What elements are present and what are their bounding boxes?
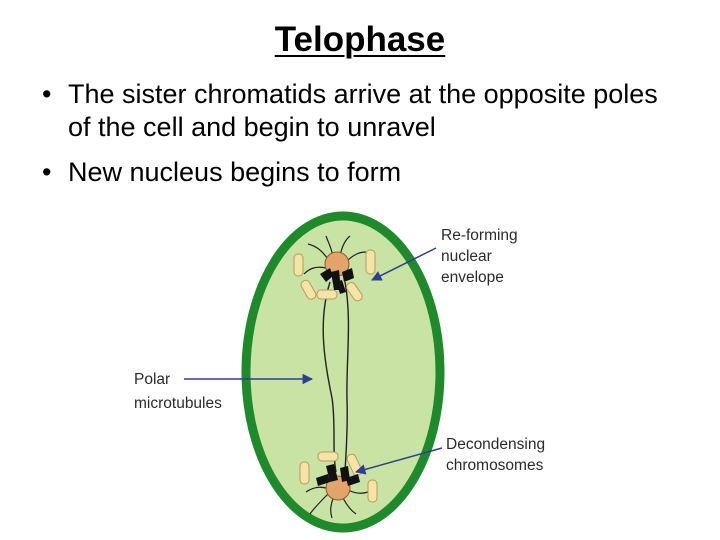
polar-microtubules	[322, 281, 350, 473]
arrow-reforming-envelope	[371, 247, 437, 281]
label-line: Re-forming	[441, 227, 518, 244]
bullet-item: The sister chromatids arrive at the oppo…	[42, 78, 682, 144]
label-line: envelope	[441, 269, 504, 286]
label-line: nuclear	[441, 248, 492, 265]
bullet-item: New nucleus begins to form	[42, 156, 682, 189]
label-decondensing-chromosomes: Decondensing chromosomes	[446, 436, 549, 474]
chromosomes-top	[320, 268, 354, 294]
nucleus-bottom	[325, 475, 351, 501]
organelles-top	[293, 249, 376, 302]
label-line: chromosomes	[446, 457, 544, 474]
cell-wall	[241, 211, 445, 533]
slide-title: Telophase	[274, 20, 446, 59]
label-polar-microtubules: Polar microtubules	[134, 371, 222, 412]
label-line: microtubules	[134, 395, 222, 412]
chromosomes-bottom	[316, 464, 360, 486]
label-line: Decondensing	[446, 436, 545, 453]
label-line: Polar	[134, 371, 170, 388]
label-reforming-envelope: Re-forming nuclear envelope	[441, 227, 522, 286]
arrow-decondensing-chromosomes	[354, 447, 443, 475]
bullet-list: The sister chromatids arrive at the oppo…	[42, 78, 682, 201]
